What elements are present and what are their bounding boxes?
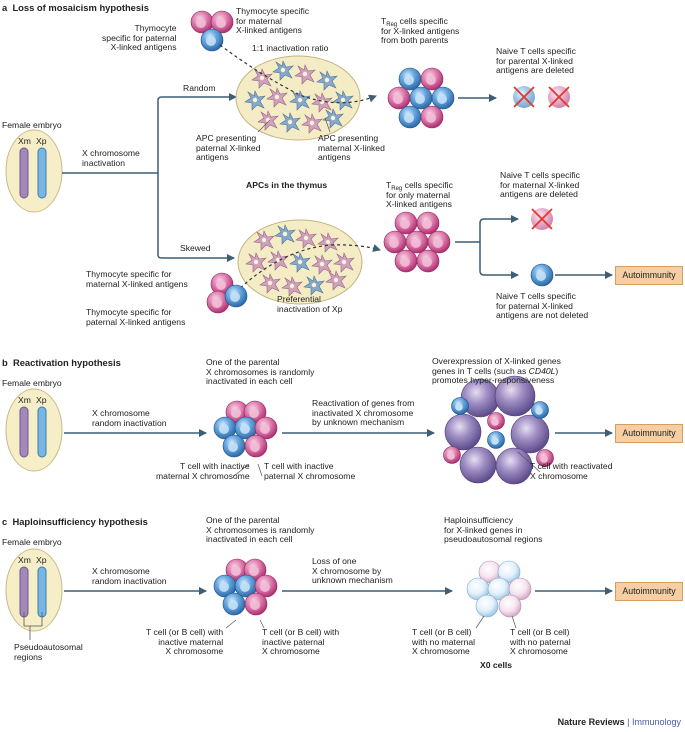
overexpression-post: ) promotes hyper-responsiveness [432,365,559,386]
xp-label-c: Xp [36,555,47,565]
treg-maternal-sub: Reg [391,186,403,192]
panel-a-title: a Loss of mosaicism hypothesis [2,2,149,13]
naive-not-deleted-label: Naive T cells specific for paternal X-li… [496,291,589,321]
x0-label: X0 cells [480,660,513,670]
thymocyte-paternal-top-label: Thymocyte specific for paternal X-linked… [102,23,177,53]
pseudo-bracket [23,612,43,640]
dashed-route-skewed [235,244,381,293]
deleted-cells-both [513,86,570,108]
inactive-maternal-label-c: T cell (or B cell) with inactive materna… [146,627,224,657]
apc-maternal-label: APC presenting maternal X-linked antigen… [318,133,385,163]
arrow-random [157,93,237,173]
branch-maternal [455,215,519,243]
reactivation-label: Reactivation of genes from inactivated X… [312,398,415,428]
footer-journal: Nature Reviews [557,717,625,727]
treg-both-rest: cells specific for X-linked antigens fro… [381,16,460,46]
xm-chromosome-c [19,566,29,618]
treg-both-label: TReg cells specific for X-linked antigen… [381,16,460,46]
xm-label-b: Xm [18,395,31,405]
panel-a-title-text: Loss of mosaicism hypothesis [12,2,149,13]
skewed-label: Skewed [180,243,211,253]
ratio-label: 1:1 inactivation ratio [252,43,329,53]
thymocyte-paternal-bottom-label: Thymocyte specific for paternal X-linked… [86,307,186,327]
no-paternal-label: T cell (or B cell) with no paternal X ch… [510,627,571,657]
pseudo-label: Pseudoautosomal regions [14,642,83,662]
surviving-paternal-cell [530,263,554,287]
overexpression-label: Overexpression of X-linked genes genes i… [432,356,561,386]
xm-label-c: Xm [18,555,31,565]
panel-a [5,10,613,314]
xp-label-b: Xp [36,395,47,405]
treg-cluster-maternal [383,211,451,273]
mixed-cluster-b [213,400,278,458]
embryo-a [5,129,63,213]
panel-b-title-text: Reactivation hypothesis [12,357,121,368]
xp-chromosome-c [37,566,47,618]
naive-deleted-both-label: Naive T cells specific for parental X-li… [496,46,576,76]
reactivated-label: T cell with reactivated X chromosome [530,461,613,481]
deleted-cell-maternal [531,208,553,230]
embryo-b [5,388,63,472]
xm-chromosome-b [19,406,29,458]
preferential-label: Preferential inactivation of Xp [277,294,343,314]
mixed-cluster-c [213,558,278,616]
footer-credit: Nature Reviews | Immunology [558,717,681,727]
branch-paternal [479,242,519,279]
autoimmunity-box-a: Autoimmunity [615,266,683,285]
xp-chromosome-a [37,147,47,199]
treg-cluster-both [387,67,455,129]
panel-c-title: c Haploinsufficiency hypothesis [2,516,148,527]
inactive-maternal-label-b: T cell with inactive maternal X chromoso… [156,461,250,481]
xm-chromosome-a [19,147,29,199]
treg-maternal-t: T [386,180,392,190]
footer-sep: | [624,717,632,727]
autoimmunity-box-b: Autoimmunity [615,424,683,443]
overexpression-gene: CD40L [528,365,556,376]
one-parental-label-c: One of the parental X chromosomes is ran… [206,515,315,545]
random-inactivation-label-b: X chromosome random inactivation [92,408,167,428]
xp-label-a: Xp [36,136,47,146]
loss-label: Loss of one X chromosome by unknown mech… [312,556,393,586]
x0-cluster [466,560,532,618]
footer-section: Immunology [631,717,681,727]
treg-maternal-rest: cells specific for only maternal X-linke… [386,180,453,210]
female-embryo-label-b: Female embryo [2,378,62,388]
inactivation-label-a: X chromosome inactivation [82,148,140,168]
haplo-label: Haploinsufficiency for X-linked genes in… [444,515,543,545]
treg-both-t: T [381,16,387,26]
random-inactivation-label-c: X chromosome random inactivation [92,566,167,586]
pointer-lines [225,117,541,629]
xm-label-a: Xm [18,136,31,146]
random-label: Random [183,83,216,93]
embryo-c [5,548,63,632]
female-embryo-label-c: Female embryo [2,537,62,547]
inactive-paternal-label-c: T cell (or B cell) with inactive paterna… [262,627,340,657]
one-parental-label-b: One of the parental X chromosomes is ran… [206,357,315,387]
thymocyte-maternal-bottom-label: Thymocyte specific for maternal X-linked… [86,269,188,289]
arrow-skewed [157,173,235,262]
thymocyte-cluster-top [190,10,234,52]
panel-b-letter: b [2,357,8,368]
treg-both-sub: Reg [386,22,398,28]
panel-b-title: b Reactivation hypothesis [2,357,121,368]
autoimmunity-box-c: Autoimmunity [615,582,683,601]
apcs-thymus-label: APCs in the thymus [246,180,328,190]
naive-deleted-maternal-label: Naive T cells specific for maternal X-li… [500,170,580,200]
treg-maternal-label: TReg cells specific for only maternal X-… [386,180,453,210]
overexpression-pre: Overexpression of X-linked genes genes i… [432,356,561,376]
thymocyte-maternal-top-label: Thymocyte specific for maternal X-linked… [236,6,310,36]
panel-c-title-text: Haploinsufficiency hypothesis [12,516,148,527]
apc-paternal-label: APC presenting paternal X-linked antigen… [196,133,261,163]
panel-a-letter: a [2,2,8,13]
panel-c [5,548,613,640]
xp-chromosome-b [37,406,47,458]
no-maternal-label: T cell (or B cell) with no maternal X ch… [412,627,476,657]
female-embryo-label-a: Female embryo [2,120,62,130]
thymocyte-cluster-bottom [206,272,248,314]
inactive-paternal-label-b: T cell with inactive paternal X chromoso… [264,461,356,481]
panel-c-letter: c [2,516,8,527]
